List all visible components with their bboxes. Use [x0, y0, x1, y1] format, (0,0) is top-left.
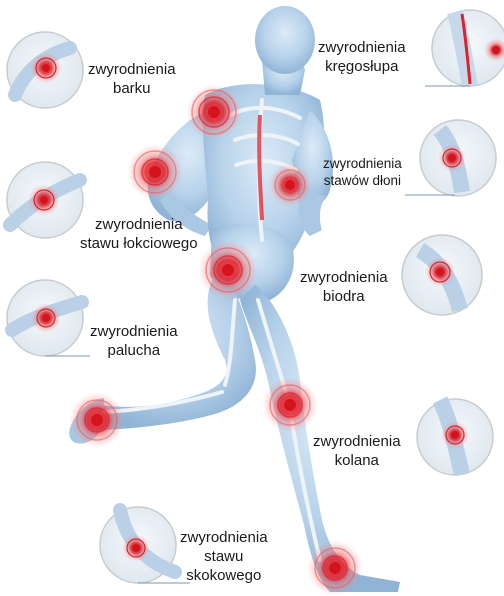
hotspot-hand — [268, 163, 312, 207]
label-toe-line2: palucha — [90, 341, 178, 360]
label-elbow-line2: stawu łokciowego — [80, 234, 198, 253]
callout-elbow — [7, 162, 83, 238]
hotspot-ankle — [307, 540, 363, 596]
label-hand-line2: stawów dłoni — [323, 172, 402, 189]
label-ankle-line1: zwyrodnienia — [180, 528, 268, 547]
label-hip-line2: biodra — [300, 287, 388, 306]
callout-knee — [417, 399, 493, 475]
label-knee: zwyrodnienia kolana — [313, 432, 401, 470]
callout-hip — [402, 235, 482, 315]
callout-shoulder — [7, 32, 83, 108]
label-spine-line2: kręgosłupa — [318, 57, 406, 76]
label-shoulder: zwyrodnienia barku — [88, 60, 176, 98]
label-knee-line1: zwyrodnienia — [313, 432, 401, 451]
label-elbow-line1: zwyrodnienia — [80, 215, 198, 234]
label-hip-line1: zwyrodnienia — [300, 268, 388, 287]
label-toe-line1: zwyrodnienia — [90, 322, 178, 341]
hotspot-elbow — [127, 144, 183, 200]
label-knee-line2: kolana — [313, 451, 401, 470]
callout-toe — [7, 280, 90, 356]
hotspot-shoulder — [186, 84, 242, 140]
hotspot-knee — [262, 377, 318, 433]
label-hip: zwyrodnienia biodra — [300, 268, 388, 306]
label-ankle-line3: skokowego — [180, 566, 268, 585]
label-toe: zwyrodnienia palucha — [90, 322, 178, 360]
callout-ankle — [100, 507, 190, 583]
label-hand-line1: zwyrodnienia — [323, 155, 402, 172]
callout-spine — [425, 10, 504, 86]
label-ankle: zwyrodnienia stawu skokowego — [180, 528, 268, 585]
label-hand: zwyrodnienia stawów dłoni — [323, 155, 402, 189]
label-ankle-line2: stawu — [180, 547, 268, 566]
label-elbow: zwyrodnienia stawu łokciowego — [80, 215, 198, 253]
label-spine: zwyrodnienia kręgosłupa — [318, 38, 406, 76]
label-shoulder-line1: zwyrodnienia — [88, 60, 176, 79]
label-shoulder-line2: barku — [88, 79, 176, 98]
callout-hand — [405, 120, 496, 196]
hotspot-toe — [69, 392, 125, 448]
label-spine-line1: zwyrodnienia — [318, 38, 406, 57]
hotspot-hip — [198, 240, 258, 300]
